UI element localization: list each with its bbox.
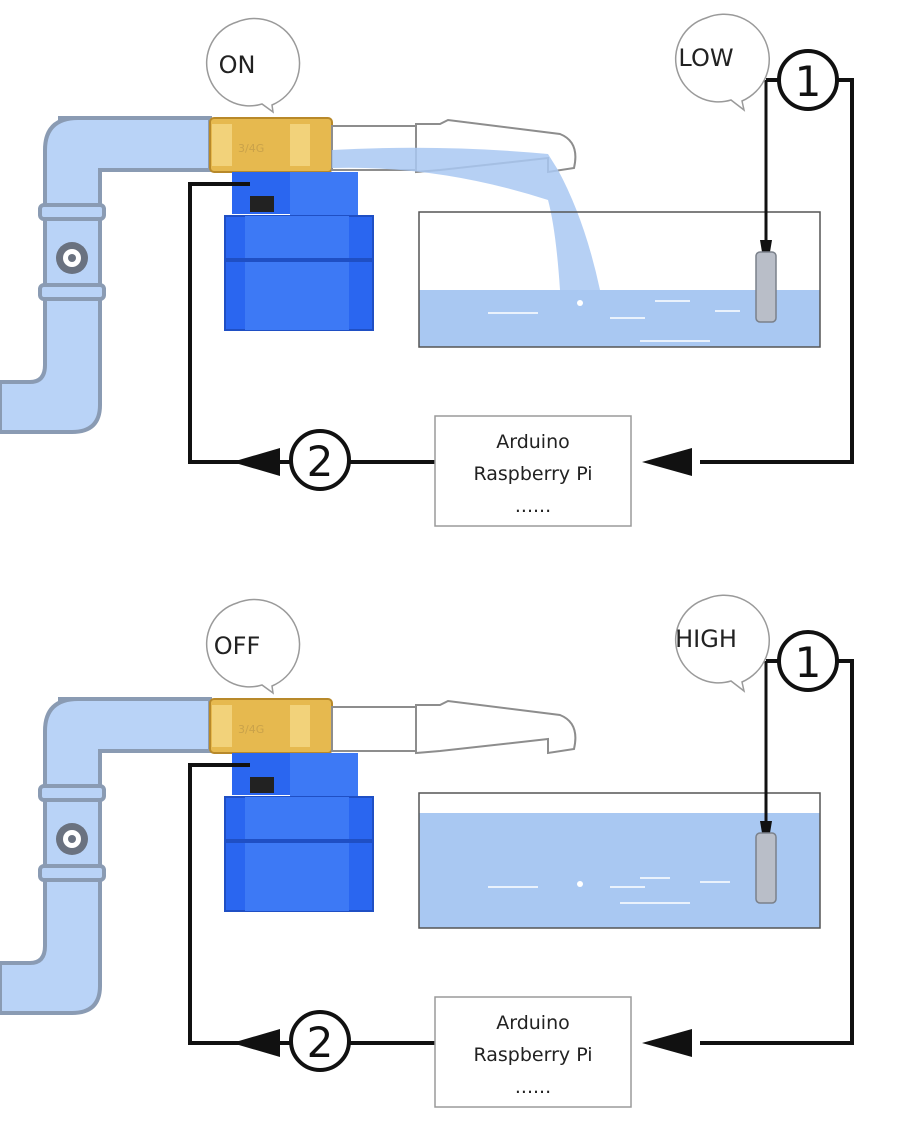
valve-actuator xyxy=(224,753,374,912)
level-sensor-icon xyxy=(755,80,777,323)
controller-line3: ...... xyxy=(515,495,551,517)
controller-line2: Raspberry Pi xyxy=(473,1044,592,1066)
controller-box: Arduino Raspberry Pi ...... xyxy=(434,996,632,1108)
controller-line1: Arduino xyxy=(496,431,570,453)
wire-2-label: 2 xyxy=(307,1018,334,1067)
controller-line3: ...... xyxy=(515,1076,551,1098)
water-stream xyxy=(332,147,600,290)
water-level-callout: LOW xyxy=(674,13,770,112)
water-level-text: LOW xyxy=(678,44,733,72)
valve-mark: 3/4G xyxy=(238,142,264,155)
valve-state-callout: ON xyxy=(205,17,301,114)
outlet-pipe xyxy=(331,699,577,755)
water-meter-icon xyxy=(56,242,88,274)
controller-box: Arduino Raspberry Pi ...... xyxy=(434,415,632,527)
supply-pipe xyxy=(0,116,212,434)
water-tank xyxy=(418,792,821,929)
ball-valve-icon: 3/4G xyxy=(209,698,333,754)
arrow-left-icon xyxy=(232,448,280,476)
water-tank xyxy=(418,211,821,348)
controller-line2: Raspberry Pi xyxy=(473,463,592,485)
valve-mark: 3/4G xyxy=(238,723,264,736)
arrow-left-icon xyxy=(642,1029,692,1057)
arrow-left-icon xyxy=(232,1029,280,1057)
wire-2-badge: 2 xyxy=(289,429,351,491)
signal-wire-2 xyxy=(188,763,435,1057)
panel-bottom: 3/4G 1 xyxy=(0,581,900,1147)
arrow-left-icon xyxy=(642,448,692,476)
wire-2-label: 2 xyxy=(307,437,334,486)
signal-wire-2 xyxy=(188,182,435,476)
valve-state-text: OFF xyxy=(214,632,261,660)
ball-valve-icon: 3/4G xyxy=(209,117,333,173)
wire-1-label: 1 xyxy=(795,638,822,687)
controller-line1: Arduino xyxy=(496,1012,570,1034)
wire-1-badge: 1 xyxy=(777,49,839,111)
valve-state-callout: OFF xyxy=(205,598,301,695)
level-sensor-icon xyxy=(755,661,777,904)
wire-1-label: 1 xyxy=(795,57,822,106)
supply-pipe xyxy=(0,697,212,1015)
valve-state-text: ON xyxy=(219,51,256,79)
water-meter-icon xyxy=(56,823,88,855)
valve-actuator xyxy=(224,172,374,331)
water-level-callout: HIGH xyxy=(674,594,770,693)
water-level-text: HIGH xyxy=(675,625,737,653)
faucet-icon xyxy=(415,699,577,755)
wire-2-badge: 2 xyxy=(289,1010,351,1072)
wire-1-badge: 1 xyxy=(777,630,839,692)
panel-top: 3/4G xyxy=(0,0,900,566)
